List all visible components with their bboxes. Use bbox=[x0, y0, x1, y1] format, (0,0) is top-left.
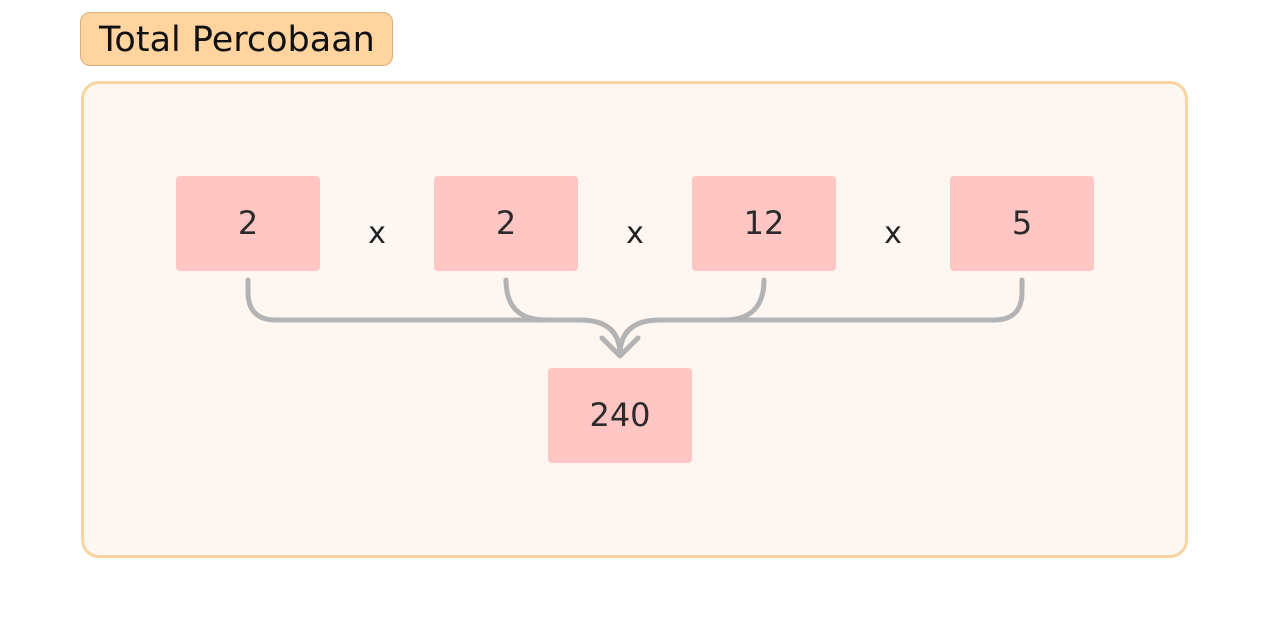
factor-box-1: 2 bbox=[176, 176, 320, 271]
connector-2 bbox=[503, 277, 583, 323]
diagram-title: Total Percobaan bbox=[80, 12, 393, 66]
multiply-operator-3: x bbox=[884, 216, 902, 251]
multiply-operator-1: x bbox=[368, 216, 386, 251]
connector-3 bbox=[657, 277, 767, 323]
multiply-operator-2: x bbox=[626, 216, 644, 251]
connector-1 bbox=[245, 277, 623, 355]
factor-box-2: 2 bbox=[434, 176, 578, 271]
connector-4 bbox=[617, 277, 1025, 355]
connector-arrowhead bbox=[599, 335, 641, 359]
result-box: 240 bbox=[548, 368, 692, 463]
factor-box-4: 5 bbox=[950, 176, 1094, 271]
factor-box-3: 12 bbox=[692, 176, 836, 271]
